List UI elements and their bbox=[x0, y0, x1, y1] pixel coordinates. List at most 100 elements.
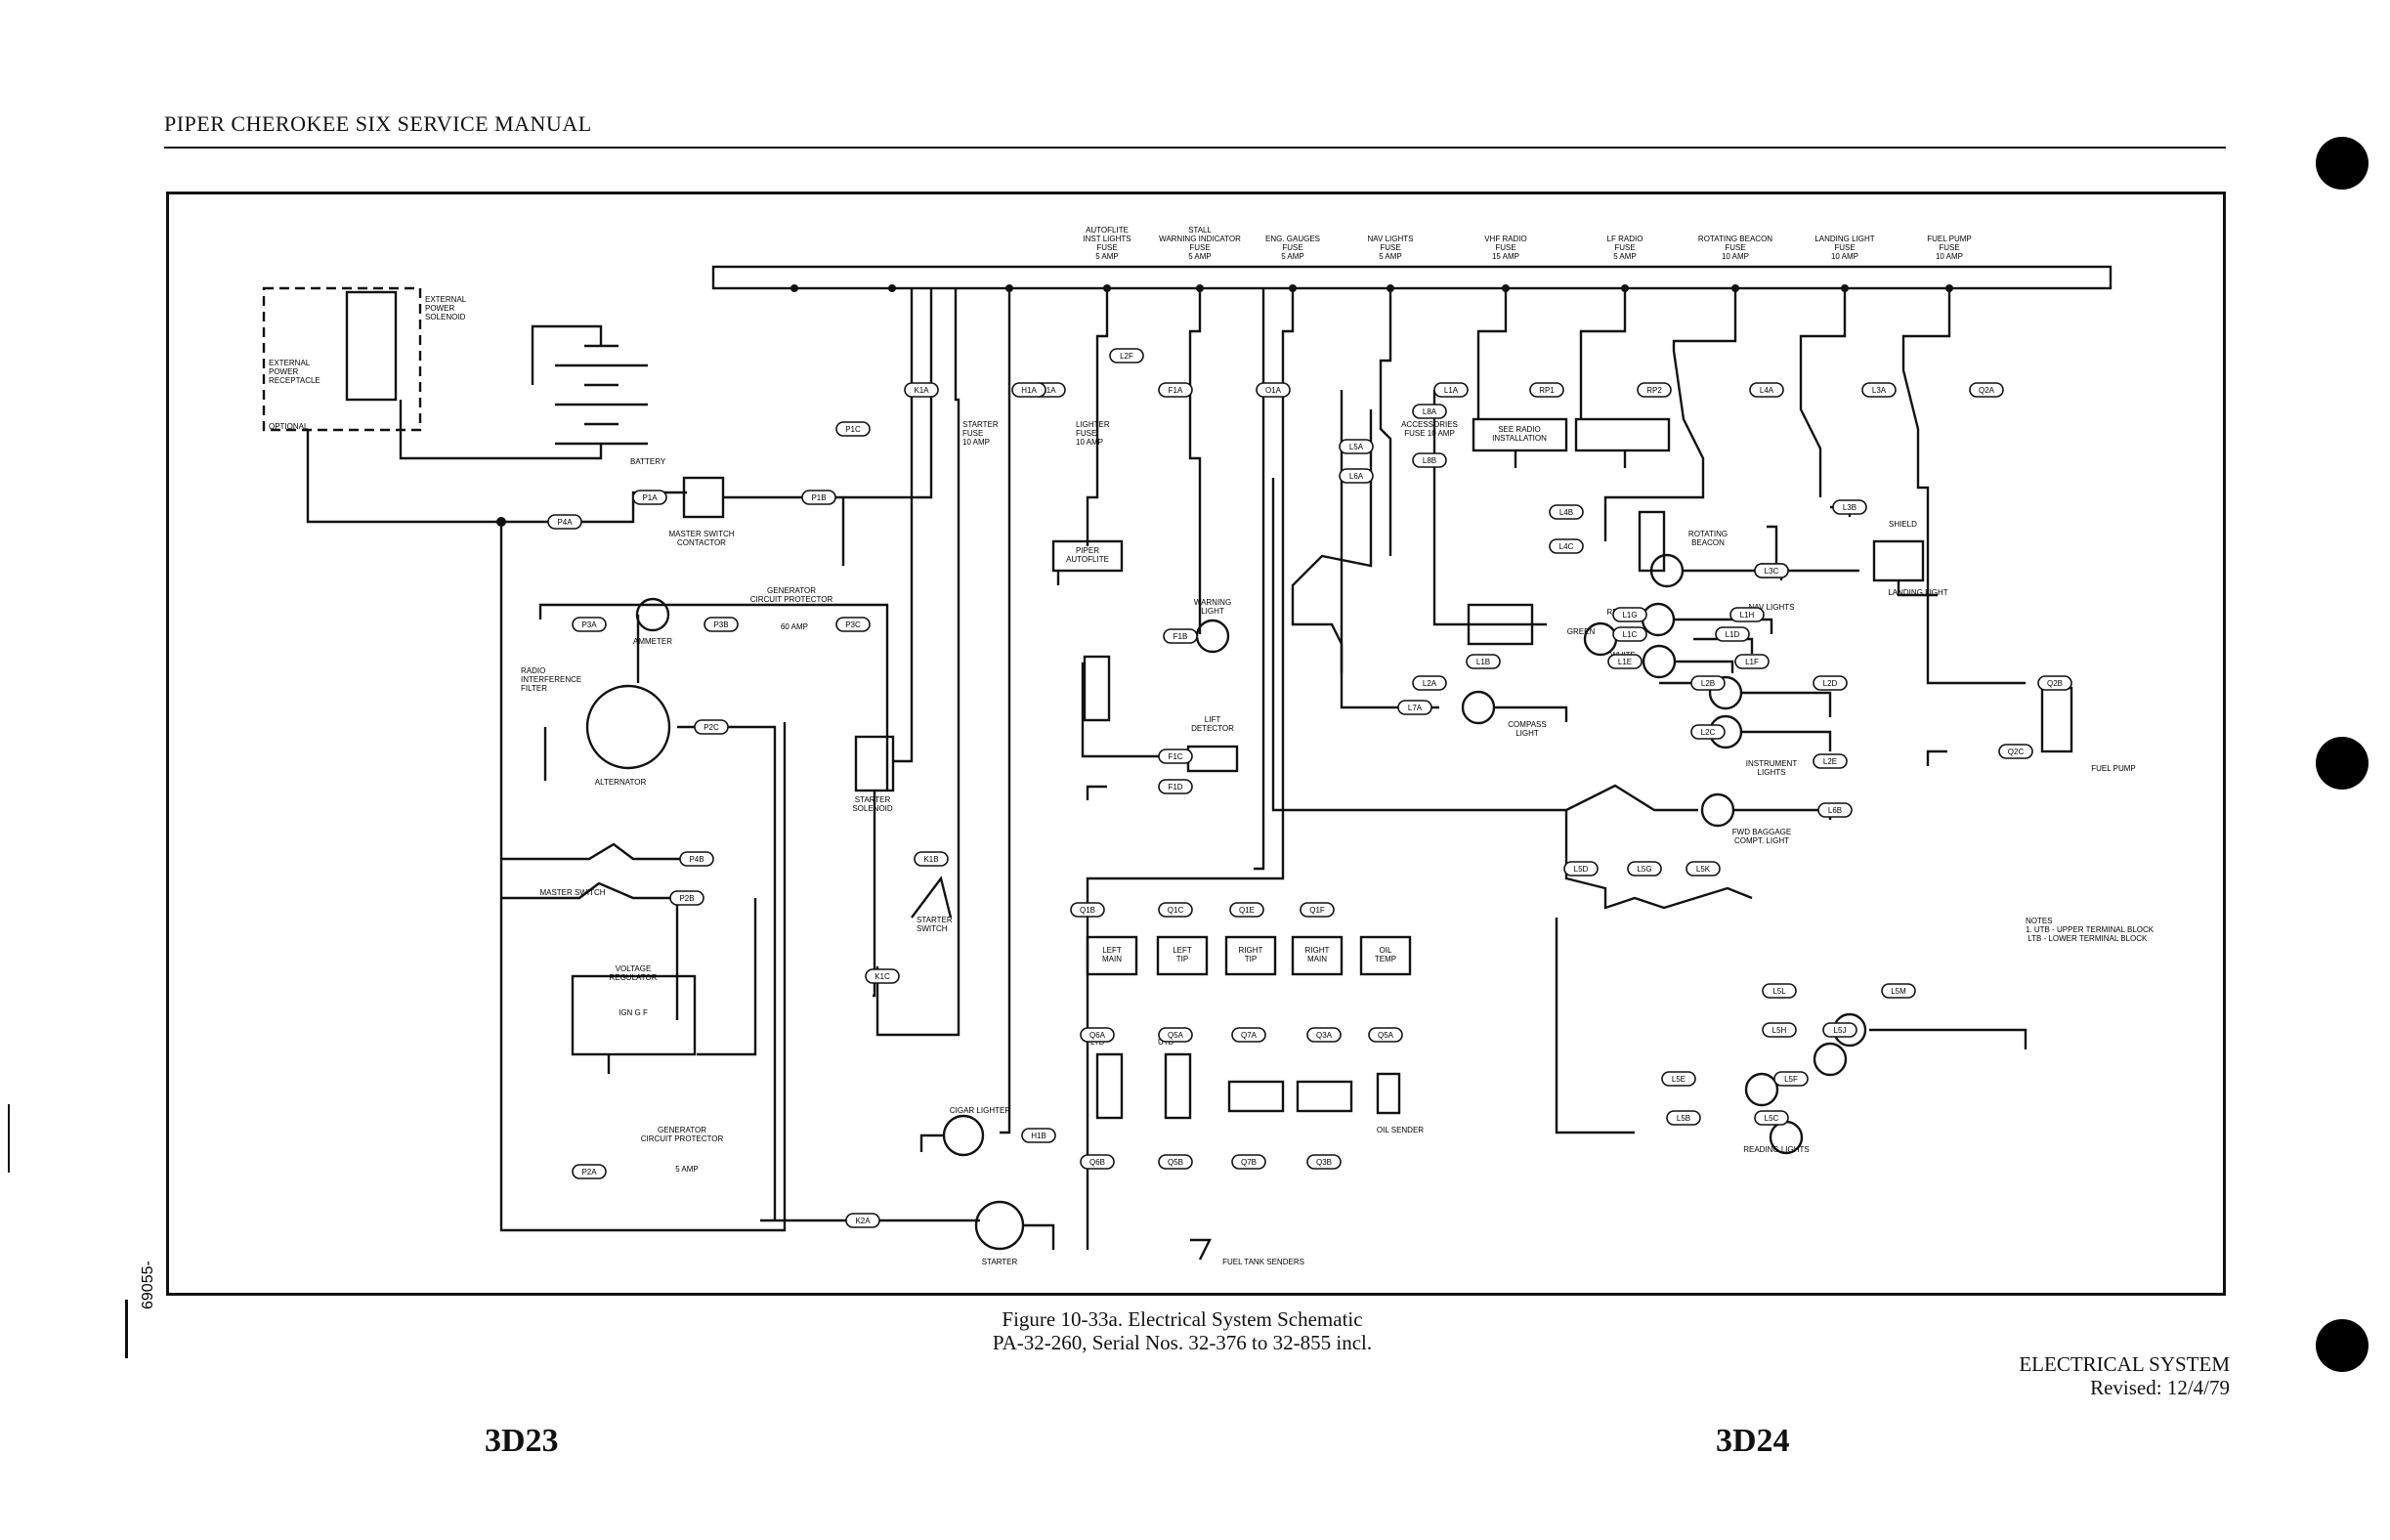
fiche-frame-left: 3D23 bbox=[485, 1423, 559, 1459]
section-footer: ELECTRICAL SYSTEM Revised: 12/4/79 bbox=[2019, 1352, 2230, 1399]
wire-tag: Q1F bbox=[1300, 902, 1335, 918]
starter-motor-circle bbox=[974, 1200, 1025, 1251]
figure-caption-subtitle: PA-32-260, Serial Nos. 32-376 to 32-855 … bbox=[992, 1331, 1373, 1354]
wire-tag-label: RP1 bbox=[1539, 386, 1555, 395]
nav-light-red-circle bbox=[1641, 602, 1676, 637]
fuel-pump-body bbox=[2040, 686, 2073, 753]
wire-tag-label: L4B bbox=[1559, 508, 1573, 517]
wire-tag-label: F1A bbox=[1169, 386, 1183, 395]
wire-tag: Q6B bbox=[1080, 1154, 1115, 1170]
oil-sender-body bbox=[1376, 1072, 1401, 1115]
main-bus-bar bbox=[711, 265, 2113, 290]
wire-tag-label: Q2C bbox=[2008, 748, 2025, 756]
wire-tag-label: L5G bbox=[1637, 865, 1651, 874]
wire-tag: P2B bbox=[669, 890, 704, 906]
wire-tag-label: O1A bbox=[1265, 386, 1282, 395]
lift-detector-box bbox=[1186, 745, 1239, 773]
wire-tag: P1B bbox=[801, 490, 836, 505]
wire-tag: L4C bbox=[1549, 538, 1584, 554]
wire-tag: P3C bbox=[835, 617, 871, 632]
wire-tag-label: L6B bbox=[1828, 806, 1842, 815]
fuel-tank-senders-label: FUEL TANK SENDERS bbox=[1222, 1258, 1304, 1266]
margin-mark-left bbox=[8, 1104, 10, 1173]
external-power-box bbox=[262, 286, 422, 432]
wire-tag: L1D bbox=[1715, 626, 1750, 642]
wire-tag: L1G bbox=[1612, 607, 1647, 622]
wire-tag: P3A bbox=[572, 617, 607, 632]
wire-tag: L2F bbox=[1109, 348, 1144, 364]
wire-tag: L1A bbox=[1433, 382, 1469, 398]
wire-tag-label: L5M bbox=[1891, 987, 1906, 996]
wire-tag: P2A bbox=[572, 1164, 607, 1179]
wire-tag: RP2 bbox=[1637, 382, 1672, 398]
wire-tag-label: K1C bbox=[875, 972, 890, 981]
wire-tag: L6B bbox=[1817, 802, 1853, 818]
wire-tag: F1B bbox=[1163, 628, 1198, 644]
wire-tag: L5D bbox=[1563, 861, 1599, 877]
wire-tag: L8A bbox=[1412, 404, 1447, 419]
wire-tag-label: L3B bbox=[1843, 503, 1857, 512]
wire-tag-label: RP2 bbox=[1646, 386, 1662, 395]
wire-tag: Q7A bbox=[1231, 1027, 1266, 1043]
wire-tag-label: L1G bbox=[1622, 611, 1637, 620]
voltage-regulator-box bbox=[571, 974, 697, 1056]
wire-tag-label: P4B bbox=[689, 855, 704, 864]
wire-tag-label: L1C bbox=[1623, 630, 1638, 639]
wire-tag: Q1B bbox=[1070, 902, 1105, 918]
wire-tag: Q3B bbox=[1306, 1154, 1342, 1170]
wire-tag-label: P1C bbox=[845, 425, 861, 434]
wire-tag-label: P3B bbox=[713, 620, 728, 629]
starter-label: STARTER bbox=[982, 1258, 1018, 1266]
alternator-circle bbox=[585, 684, 671, 770]
wire-tag: H1A bbox=[1011, 382, 1046, 398]
wire-tag-label: P4A bbox=[557, 518, 573, 527]
wire-tag: L2D bbox=[1813, 675, 1848, 691]
wire-tag-label: Q6B bbox=[1089, 1158, 1105, 1167]
wire-tag: RP1 bbox=[1529, 382, 1564, 398]
wire-tag: F1A bbox=[1158, 382, 1193, 398]
wire-tag-label: L1B bbox=[1476, 658, 1490, 666]
figure-caption: Figure 10-33a. Electrical System Schemat… bbox=[879, 1307, 1485, 1354]
wire-tag-label: L3C bbox=[1765, 567, 1779, 576]
wire-tag-label: L5K bbox=[1696, 865, 1711, 874]
wire-tag-label: L5L bbox=[1772, 987, 1786, 996]
optional-label: OPTIONAL bbox=[269, 422, 309, 431]
regulator-terminals-label: IGN G F bbox=[619, 1008, 648, 1017]
wire-tag-label: L5J bbox=[1834, 1026, 1847, 1035]
manual-header-title: PIPER CHEROKEE SIX SERVICE MANUAL bbox=[164, 111, 592, 136]
wire-tag-label: Q3B bbox=[1316, 1158, 1332, 1167]
wire-tag: Q2A bbox=[1969, 382, 2004, 398]
wire-tag: L4A bbox=[1749, 382, 1784, 398]
wire-tag: K2A bbox=[845, 1213, 880, 1228]
wire-tag: L5M bbox=[1881, 983, 1916, 999]
wire-tag-label: Q3A bbox=[1316, 1031, 1333, 1040]
wire-tag: P2C bbox=[694, 719, 729, 735]
gauge-box-oil-temp bbox=[1359, 935, 1412, 976]
wire-tag: L3B bbox=[1832, 499, 1867, 515]
wire-tag-label: Q1C bbox=[1168, 906, 1184, 915]
wire-tag: L5H bbox=[1762, 1022, 1797, 1038]
wire-tag-label: L5A bbox=[1349, 443, 1364, 451]
cigar-lighter-circle bbox=[942, 1114, 985, 1157]
wire-tag: L2C bbox=[1690, 724, 1726, 740]
utb-block-right-tip bbox=[1227, 1080, 1285, 1113]
gauge-box-right-tip bbox=[1224, 935, 1277, 976]
wire-tag: L5F bbox=[1773, 1071, 1809, 1087]
